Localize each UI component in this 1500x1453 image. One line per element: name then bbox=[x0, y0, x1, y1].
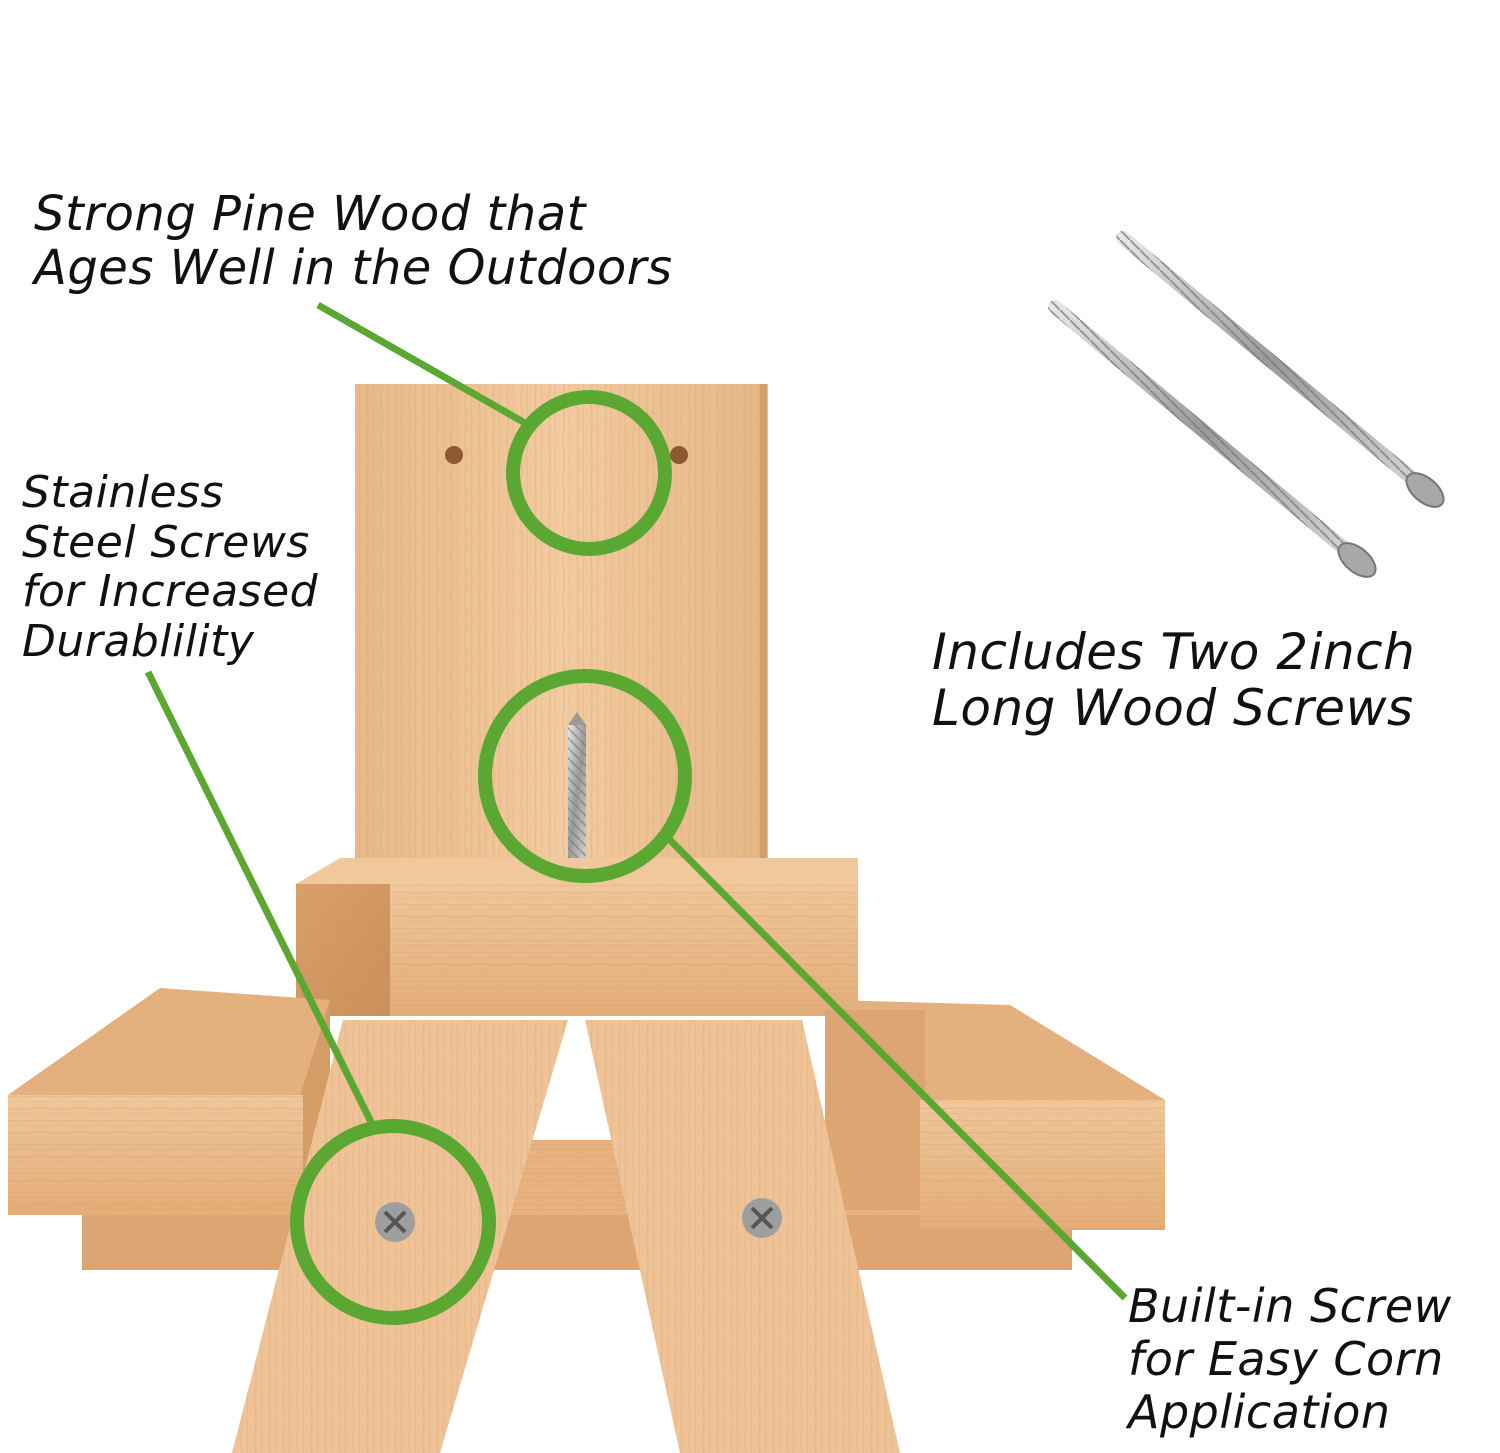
included-screws bbox=[1048, 231, 1445, 578]
callout-text: Ages Well in the Outdoors bbox=[34, 239, 673, 296]
callout-builtin bbox=[478, 669, 1128, 1301]
callout-text: Steel Screws bbox=[22, 516, 310, 568]
right-bench bbox=[825, 1000, 1165, 1230]
highlight-circle-icon bbox=[290, 1119, 496, 1325]
built-in-screw-icon bbox=[568, 712, 586, 860]
callout-text: Strong Pine Wood that bbox=[34, 186, 586, 242]
left-leg bbox=[232, 1020, 568, 1453]
mount-hole-left bbox=[445, 446, 463, 464]
callout-text: for Easy Corn bbox=[1128, 1331, 1444, 1386]
callout-text: Includes Two 2inch bbox=[932, 623, 1416, 681]
steel-screws-callout: Stainless Steel Screws for Increased Dur… bbox=[22, 468, 318, 667]
highlight-circle-icon bbox=[506, 390, 672, 556]
callout-pine bbox=[316, 301, 672, 556]
includes-screws-callout: Includes Two 2inch Long Wood Screws bbox=[932, 624, 1415, 736]
callout-text: for Increased bbox=[22, 566, 319, 618]
callout-steel bbox=[144, 670, 496, 1325]
callout-text: Application bbox=[1128, 1384, 1391, 1439]
right-leg bbox=[585, 1020, 900, 1453]
pine-wood-callout: Strong Pine Wood that Ages Well in the O… bbox=[34, 186, 673, 296]
wood-screw-icon bbox=[1116, 231, 1445, 508]
callout-text: Built-in Screw bbox=[1128, 1279, 1452, 1333]
back-board bbox=[355, 384, 768, 864]
highlight-circle-icon bbox=[478, 669, 692, 883]
callout-text: Durablility bbox=[22, 616, 255, 668]
left-bench bbox=[8, 988, 330, 1215]
built-in-screw-callout: Built-in Screw for Easy Corn Application bbox=[1128, 1280, 1452, 1439]
wood-screw-icon bbox=[1048, 300, 1377, 578]
callout-text: Long Wood Screws bbox=[932, 679, 1414, 737]
mount-hole-right bbox=[670, 446, 688, 464]
callout-text: Stainless bbox=[22, 467, 224, 518]
